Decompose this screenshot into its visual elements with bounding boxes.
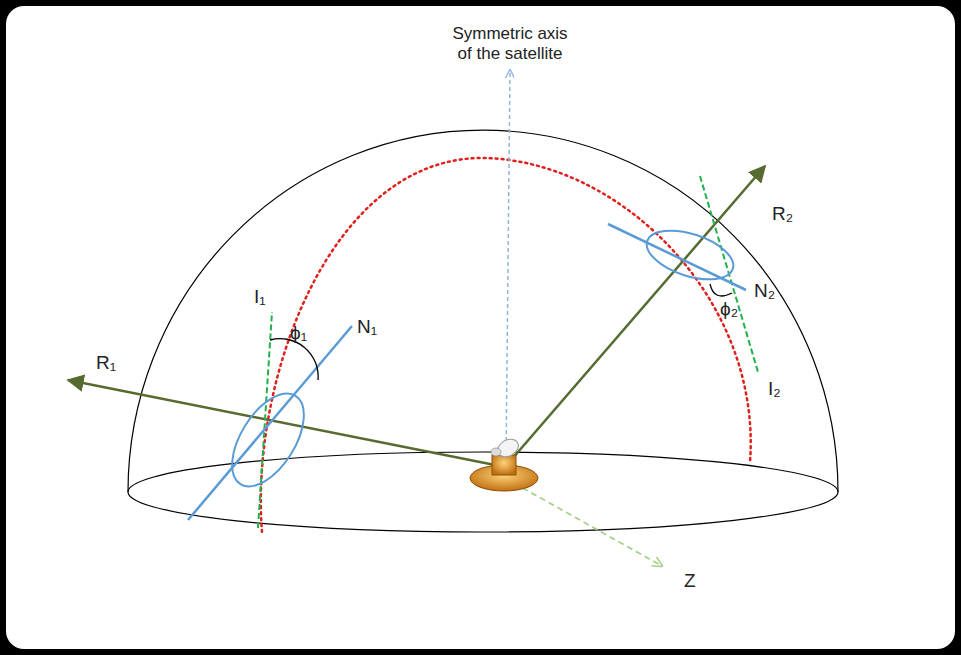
- n2-line: [608, 224, 746, 290]
- phi1-arc: [270, 339, 318, 380]
- panel: [6, 6, 955, 649]
- vector-label: R₁: [96, 352, 116, 374]
- dome-outline: [128, 130, 838, 492]
- angle-label: ϕ₂: [720, 298, 738, 320]
- symmetric-axis: [506, 70, 510, 462]
- satellite-dish: [494, 436, 521, 461]
- angle-label: ϕ₁: [290, 322, 307, 344]
- i1-line: [258, 312, 272, 528]
- vector-label: I₁: [254, 286, 266, 308]
- satellite-body: [492, 455, 516, 475]
- n1-line: [188, 326, 352, 520]
- phi2-arc: [710, 284, 732, 296]
- vector-label: N₂: [754, 280, 775, 302]
- axis-label: Z: [684, 570, 696, 592]
- satellite-dish: [491, 448, 501, 456]
- r2-vector: [506, 166, 765, 466]
- axis-label: Symmetric axis of the satellite: [445, 24, 575, 63]
- z-axis: [505, 478, 662, 566]
- antenna-ellipse: [218, 382, 319, 499]
- satellite-icon: [470, 436, 538, 491]
- vector-label: I₂: [768, 378, 781, 400]
- vector-label: R₂: [772, 203, 793, 225]
- vector-label: N₁: [357, 316, 377, 338]
